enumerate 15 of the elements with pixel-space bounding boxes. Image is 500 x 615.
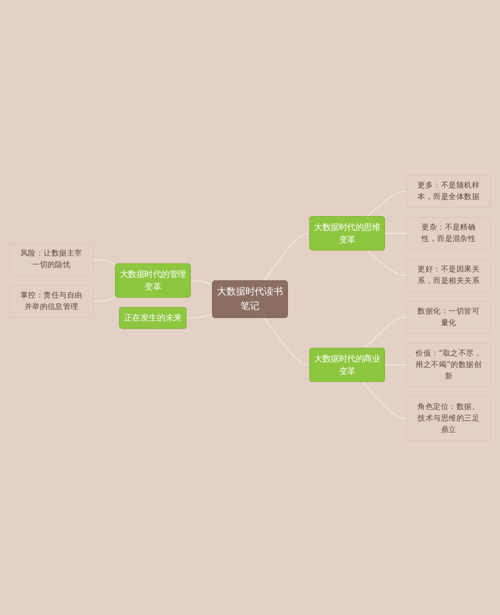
connector-line	[364, 316, 408, 348]
branch-topic-box: 大数据时代的思维变革	[309, 216, 385, 250]
branch-topic-box: 大数据时代的商业变革	[309, 348, 385, 382]
branch-topic-box: 正在发生的未来	[119, 306, 187, 328]
connector-line	[366, 250, 408, 276]
connector-line	[362, 381, 408, 419]
branch-topic-box: 大数据时代的管理变革	[115, 263, 191, 298]
connector-line	[92, 258, 117, 265]
connector-line	[190, 280, 214, 286]
connector-line	[263, 232, 310, 282]
connector-line	[366, 190, 408, 217]
connector-line	[186, 313, 214, 318]
central-topic-box: 大数据时代读书笔记	[212, 280, 288, 318]
connector-line	[92, 296, 117, 302]
connector-line	[263, 317, 310, 366]
